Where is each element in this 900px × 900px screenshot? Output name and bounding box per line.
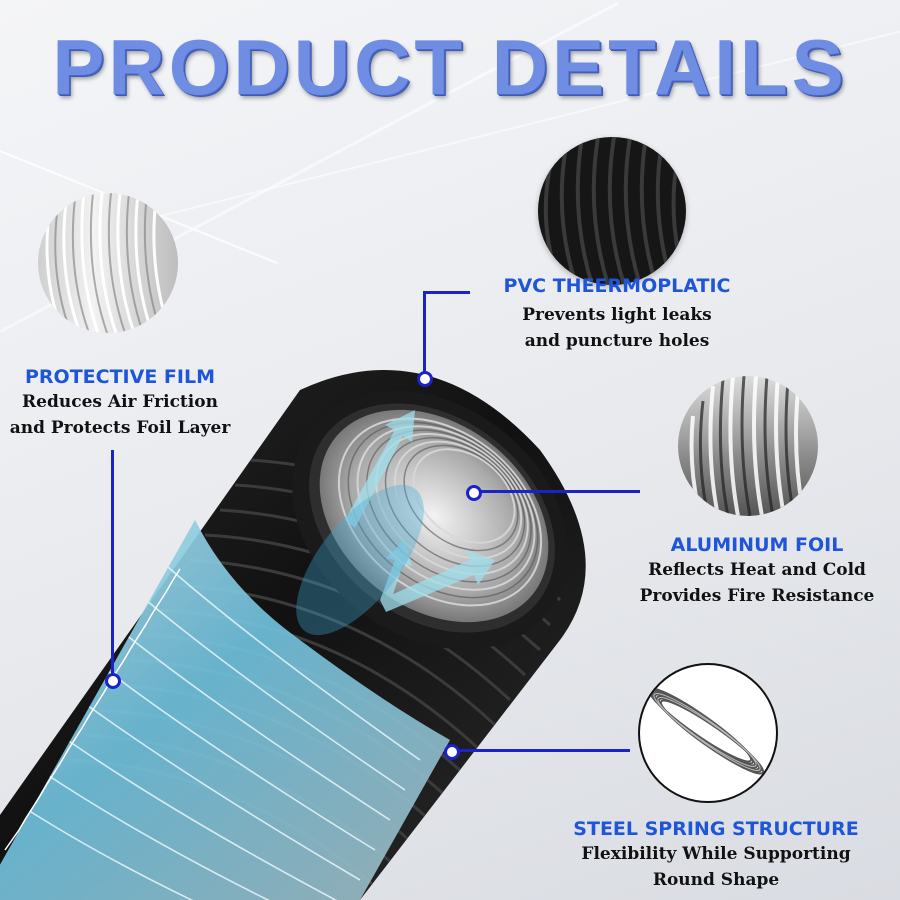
steel-spring-swatch-icon <box>638 663 778 803</box>
callout-protective-film: PROTECTIVE FILM Reduces Air Friction and… <box>0 365 240 441</box>
page-title: PRODUCT DETAILS <box>52 23 848 111</box>
callout-description-line: Flexibility While Supporting <box>581 844 851 864</box>
callout-description-line: Reduces Air Friction <box>22 392 218 412</box>
pvc-connector-dot <box>417 371 433 387</box>
steel-spring-connector-line <box>458 749 630 752</box>
protective-film-connector-line <box>111 450 114 678</box>
callout-heading: PVC THEERMOPLATIC <box>503 275 731 297</box>
callout-description-line: and puncture holes <box>524 331 710 351</box>
pvc-connector-line-horizontal <box>423 291 470 294</box>
steel-spring-connector-dot <box>444 744 460 760</box>
pvc-connector-line-vertical <box>423 291 426 375</box>
aluminum-foil-connector-line <box>478 490 640 493</box>
protective-film-connector-dot <box>105 673 121 689</box>
callout-steel-spring: STEEL SPRING STRUCTURE Flexibility While… <box>556 817 876 893</box>
callout-aluminum-foil: ALUMINUM FOIL Reflects Heat and Cold Pro… <box>622 533 892 609</box>
callout-heading: STEEL SPRING STRUCTURE <box>573 818 859 840</box>
silver-film-swatch-icon <box>38 193 178 333</box>
callout-description-line: Prevents light leaks <box>522 305 712 325</box>
black-pvc-swatch-icon <box>538 137 686 285</box>
callout-description-line: Provides Fire Resistance <box>639 586 875 606</box>
callout-heading: ALUMINUM FOIL <box>670 534 844 556</box>
aluminum-foil-connector-dot <box>466 485 482 501</box>
callout-heading: PROTECTIVE FILM <box>25 366 215 388</box>
callout-description-line: Round Shape <box>652 870 780 890</box>
aluminum-foil-swatch-icon <box>678 376 818 516</box>
callout-description-line: Reflects Heat and Cold <box>648 560 866 580</box>
callout-description-line: and Protects Foil Layer <box>9 418 231 438</box>
callout-pvc: PVC THEERMOPLATIC Prevents light leaks a… <box>472 274 762 354</box>
